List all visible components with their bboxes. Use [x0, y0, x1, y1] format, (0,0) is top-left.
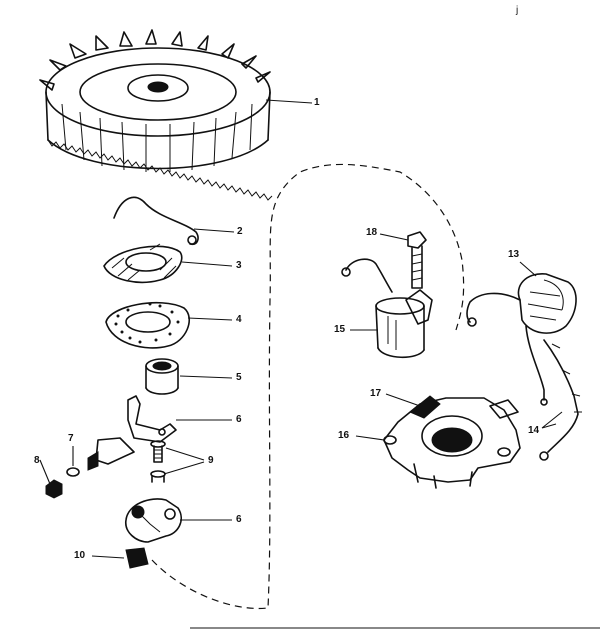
flywheel — [39, 29, 273, 201]
callout-16: 16 — [338, 430, 350, 441]
nut — [45, 479, 63, 499]
callout-7: 7 — [68, 433, 74, 444]
condenser-screw — [407, 231, 427, 289]
spring-clip — [113, 196, 199, 246]
callout-15: 15 — [334, 324, 346, 335]
dashed-outline — [151, 163, 465, 610]
point-bracket — [87, 437, 135, 471]
screws — [150, 440, 166, 483]
callout-6a: 6 — [236, 414, 242, 425]
callout-3: 3 — [236, 260, 242, 271]
callout-5: 5 — [236, 372, 242, 383]
clip — [125, 547, 149, 569]
callout-8: 8 — [34, 455, 40, 466]
callout-1: 1 — [314, 97, 320, 108]
corner-mark: j — [516, 5, 519, 16]
leader-lines — [39, 99, 563, 559]
cam-bushing — [145, 358, 179, 395]
callout-14: 14 — [528, 425, 540, 436]
ground-wire — [539, 339, 582, 461]
washer — [66, 467, 80, 477]
base-plate — [125, 498, 182, 543]
callout-13: 13 — [508, 249, 520, 260]
callout-18: 18 — [366, 227, 378, 238]
callout-2: 2 — [237, 226, 243, 237]
callout-10: 10 — [74, 550, 86, 561]
callout-17: 17 — [370, 388, 382, 399]
ignition-coil — [466, 273, 577, 406]
breaker-arm — [127, 395, 177, 443]
callout-4: 4 — [236, 314, 242, 325]
callout-6b: 6 — [236, 514, 242, 525]
callout-9: 9 — [208, 455, 214, 466]
stator-plate — [383, 395, 521, 489]
condenser — [341, 258, 433, 359]
cover-plate — [103, 243, 183, 284]
gasket — [105, 301, 190, 349]
